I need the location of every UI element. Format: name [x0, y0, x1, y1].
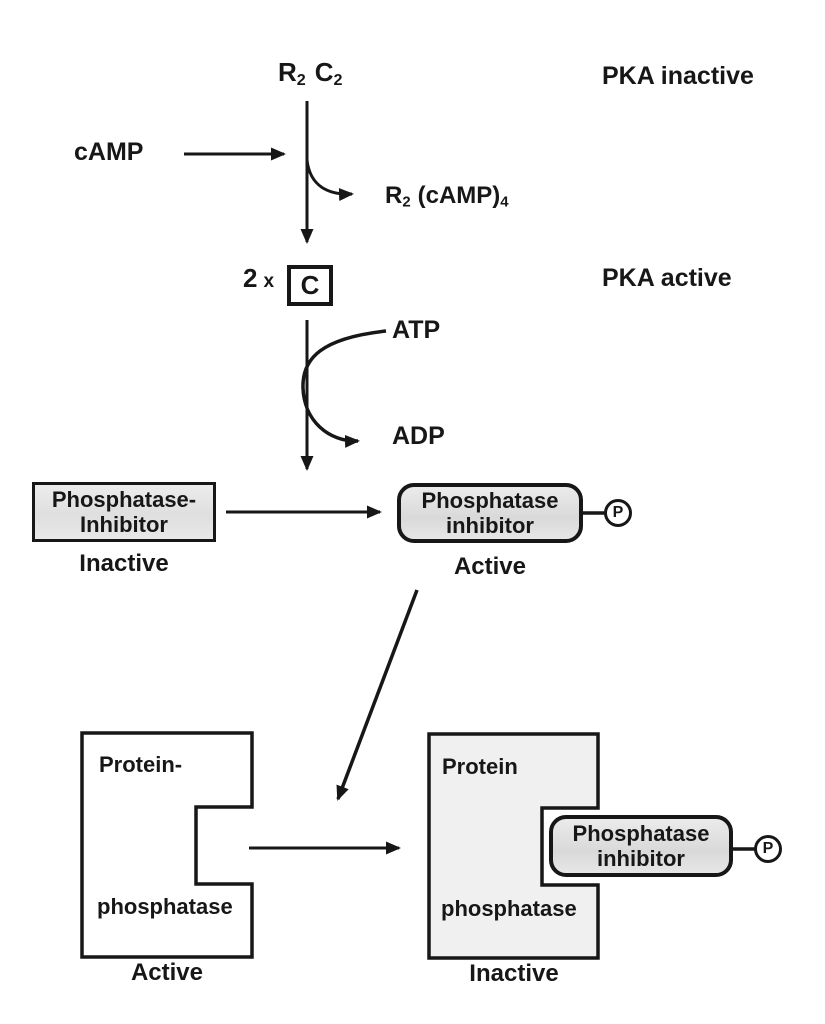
- phosphatase-active-line1: Protein-: [99, 752, 183, 777]
- arrow-inhibitor-binds: [336, 589, 419, 801]
- inhibitor-active-line1: Phosphatase: [421, 488, 559, 513]
- camp-label: cAMP: [74, 138, 144, 166]
- arrow-r2camp4-out: [305, 159, 354, 202]
- phospho-group-icon: P: [604, 499, 632, 527]
- bound-inhibitor-line1: Phosphatase: [572, 821, 710, 846]
- inhibitor-inactive-line1: Phosphatase-: [51, 487, 197, 512]
- r2camp4-label: R2(cAMP)4: [385, 182, 509, 211]
- phosphatase-inactive-line1: Protein: [442, 754, 518, 779]
- inhibitor-active-line2: inhibitor: [446, 513, 534, 538]
- bound-inhibitor-line2: inhibitor: [597, 846, 685, 871]
- pka-active-label: PKA active: [602, 264, 732, 292]
- phosphatase-active-shape: [80, 731, 254, 959]
- adp-label: ADP: [392, 422, 445, 450]
- inhibitor-inactive-box: Phosphatase- Inhibitor: [32, 482, 216, 542]
- catalytic-subunit-box: C: [287, 265, 333, 306]
- inhibitor-active-state: Active: [453, 553, 527, 580]
- atp-label: ATP: [392, 316, 441, 344]
- arrow-atp-adp: [301, 329, 387, 448]
- phospho-group-icon-2: P: [754, 835, 782, 863]
- inhibitor-inactive-line2: Inhibitor: [80, 512, 168, 537]
- inhibitor-active-badge: Phosphatase inhibitor: [397, 483, 583, 543]
- phosphatase-active-state: Active: [130, 959, 204, 986]
- phosphatase-inactive-state: Inactive: [469, 960, 559, 987]
- pka-inactive-label: PKA inactive: [602, 62, 754, 90]
- phosphatase-active-line2: phosphatase: [97, 894, 233, 919]
- phosphatase-inactive-shape: [427, 732, 600, 960]
- phosphatase-inactive-line2: phosphatase: [441, 896, 577, 921]
- bound-inhibitor-badge: Phosphatase inhibitor: [549, 815, 733, 877]
- inhibitor-inactive-state: Inactive: [79, 550, 169, 577]
